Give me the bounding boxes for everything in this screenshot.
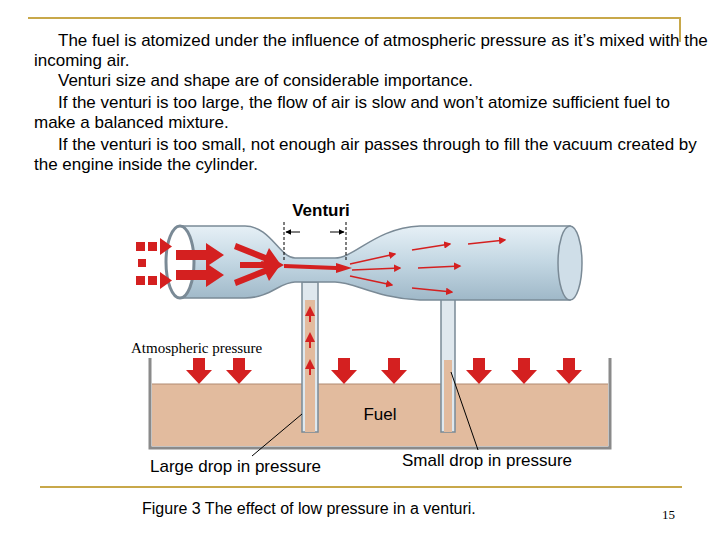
figure-caption: Figure 3 The effect of low pressure in a… <box>142 500 642 518</box>
pressure-arrow <box>186 358 582 384</box>
body-text: If the venturi is too large, the flow of… <box>34 93 714 133</box>
body-text: If the venturi is too small, not enough … <box>34 135 714 175</box>
leader-line <box>252 372 478 456</box>
fuel-region: Fuel <box>300 386 460 444</box>
airflow-arrow <box>136 238 352 289</box>
part-label: Small drop in pressure <box>402 451 632 471</box>
body-text: Venturi size and shape are of considerab… <box>34 71 714 91</box>
body-text: The fuel is atomized under the influence… <box>34 31 714 71</box>
venturi-pipe <box>166 226 582 300</box>
pickup-tube <box>302 282 455 432</box>
fuel-tank <box>150 358 610 448</box>
part-label: Venturi <box>276 201 366 221</box>
fuel-label: Fuel <box>363 405 396 425</box>
page-number: 15 <box>662 507 692 523</box>
dimension-line <box>284 222 346 262</box>
part-label: Atmospheric pressure <box>131 340 311 357</box>
part-label: Large drop in pressure <box>150 457 380 477</box>
airflow-arrow <box>350 240 505 292</box>
